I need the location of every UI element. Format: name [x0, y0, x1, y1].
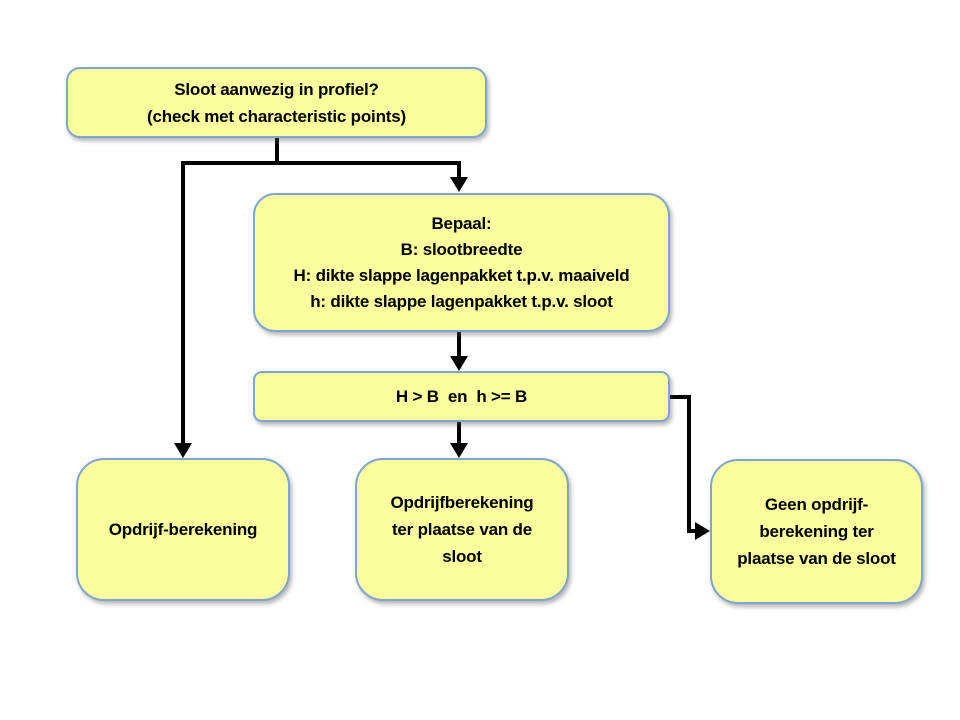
connector-to-bepaal: [457, 161, 461, 178]
connector-condition-to-sloot: [457, 422, 461, 444]
node-geen-opdrijf-label: Geen opdrijf- berekening ter plaatse van…: [737, 495, 896, 568]
node-bepaal-label: Bepaal: B: slootbreedte H: dikte slappe …: [293, 213, 630, 311]
node-condition: H > B en h >= B: [253, 371, 670, 422]
connector-elbow-vertical: [687, 395, 691, 533]
connector-question-stem: [275, 137, 279, 165]
node-opdrijf-sloot: Opdrijfberekening ter plaatse van de slo…: [355, 458, 569, 601]
connector-to-opdrijf: [181, 161, 185, 444]
connector-junction-bar: [181, 161, 461, 165]
node-opdrijf-berekening-label: Opdrijf-berekening: [108, 519, 258, 539]
connector-elbow-bottom: [687, 529, 697, 533]
node-geen-opdrijf: Geen opdrijf- berekening ter plaatse van…: [710, 459, 923, 604]
arrowhead-to-condition-icon: [450, 356, 468, 371]
connector-bepaal-to-condition: [457, 332, 461, 357]
arrowhead-to-opdrijf-icon: [174, 443, 192, 458]
arrowhead-to-bepaal-icon: [450, 177, 468, 192]
node-bepaal: Bepaal: B: slootbreedte H: dikte slappe …: [253, 193, 670, 332]
node-opdrijf-berekening: Opdrijf-berekening: [76, 458, 290, 601]
node-question-label: Sloot aanwezig in profiel? (check met ch…: [147, 79, 406, 126]
node-opdrijf-sloot-label: Opdrijfberekening ter plaatse van de slo…: [390, 493, 534, 566]
arrowhead-to-sloot-icon: [450, 443, 468, 458]
connector-elbow-top: [670, 395, 691, 399]
node-condition-label: H > B en h >= B: [395, 386, 528, 406]
arrowhead-to-geen-icon: [695, 522, 710, 540]
node-question: Sloot aanwezig in profiel? (check met ch…: [66, 67, 487, 138]
